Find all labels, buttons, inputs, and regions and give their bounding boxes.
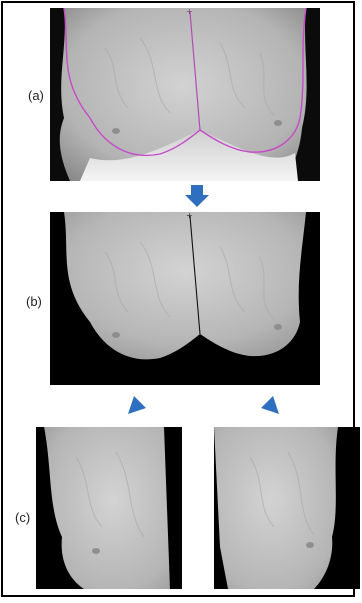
right-nipple	[274, 120, 282, 126]
right-breast-region	[214, 427, 338, 589]
thermogram-original-panel: +	[50, 8, 320, 181]
left-nipple	[112, 128, 120, 134]
right-breast-crop-panel	[214, 427, 360, 589]
arrow-down-left-icon	[124, 390, 152, 418]
segmented-right-nipple	[274, 324, 282, 330]
midline-marker-b: +	[186, 212, 193, 220]
arrow-down-icon	[184, 183, 210, 209]
panel-label-c: (c)	[15, 510, 30, 525]
left-crop-nipple	[92, 548, 100, 554]
panel-label-b: (b)	[26, 294, 42, 309]
arrow-down-right-icon	[255, 390, 283, 418]
right-crop-nipple	[306, 542, 314, 548]
segmented-thermogram-panel: +	[50, 212, 320, 385]
panel-label-a: (a)	[28, 88, 44, 103]
segmented-left-nipple	[112, 332, 120, 338]
left-breast-crop-panel	[36, 427, 182, 589]
midline-marker-a: +	[186, 8, 193, 16]
